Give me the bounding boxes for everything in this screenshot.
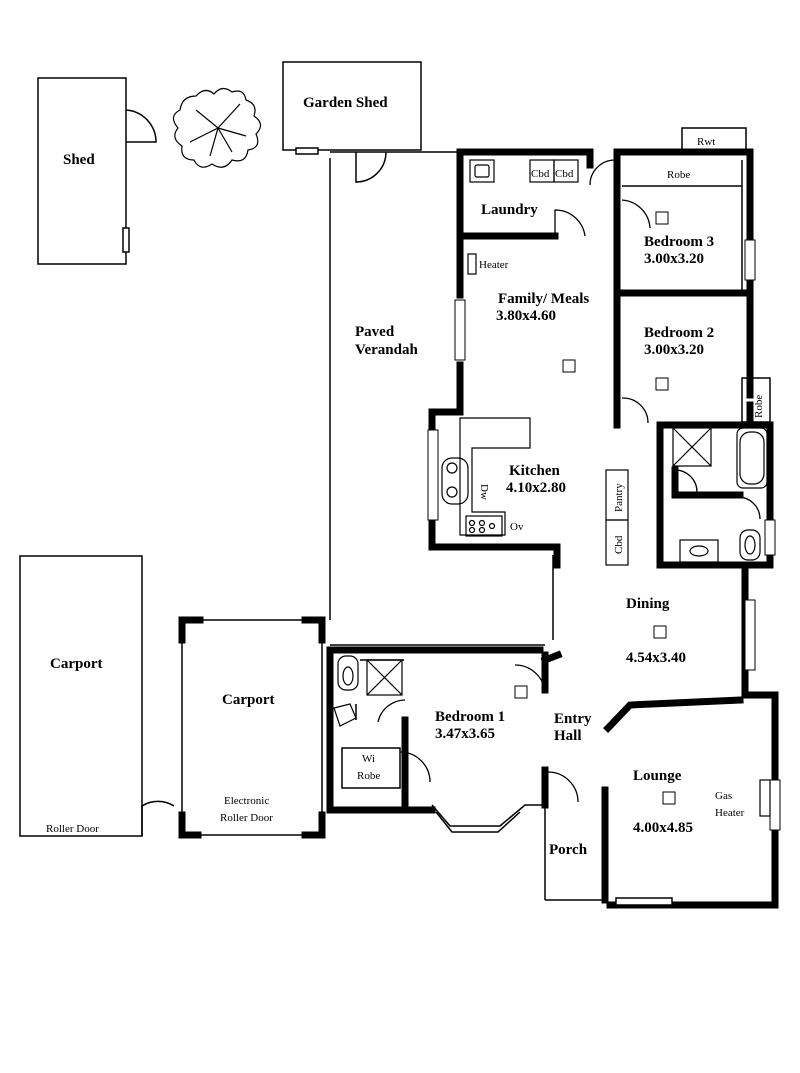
label-hall: Hall xyxy=(554,728,582,744)
label-dining-size: 4.54x3.40 xyxy=(626,650,686,666)
label-robe-top: Robe xyxy=(667,169,690,181)
label-lounge-size: 4.00x4.85 xyxy=(633,820,693,836)
label-verandah: Verandah xyxy=(355,342,418,358)
label-family-size: 3.80x4.60 xyxy=(496,308,556,324)
label-wi-robe: Robe xyxy=(357,770,380,782)
label-porch: Porch xyxy=(549,842,588,858)
label-roller-door-left: Roller Door xyxy=(46,823,99,835)
label-dw: Dw xyxy=(478,484,490,500)
label-kitchen: Kitchen xyxy=(509,463,560,479)
label-bedroom-2-size: 3.00x3.20 xyxy=(644,342,704,358)
label-shed: Shed xyxy=(63,152,95,168)
label-laundry: Laundry xyxy=(481,202,538,218)
label-rwt: Rwt xyxy=(697,136,715,148)
label-bedroom-2: Bedroom 2 xyxy=(644,325,714,341)
shed xyxy=(37,77,157,265)
label-entry: Entry xyxy=(554,711,592,727)
label-dining: Dining xyxy=(626,596,670,612)
label-cbd-1: Cbd xyxy=(531,168,550,180)
label-cbd-3: Cbd xyxy=(613,535,625,554)
label-gas: Gas xyxy=(715,790,732,802)
doors xyxy=(377,159,761,803)
label-bedroom-3-size: 3.00x3.20 xyxy=(644,251,704,267)
label-roller-door-mid: Roller Door xyxy=(220,812,273,824)
label-lounge: Lounge xyxy=(633,768,682,784)
windows xyxy=(427,239,781,831)
label-electronic: Electronic xyxy=(224,795,269,807)
label-garden-shed: Garden Shed xyxy=(303,95,388,111)
tree xyxy=(172,87,262,168)
label-paved: Paved xyxy=(355,324,395,340)
house-walls xyxy=(178,148,779,909)
verandah-lines xyxy=(329,151,545,646)
fixtures xyxy=(333,159,771,817)
label-carport-mid: Carport xyxy=(222,692,275,708)
label-bedroom-1-size: 3.47x3.65 xyxy=(435,726,495,742)
label-bedroom-3: Bedroom 3 xyxy=(644,234,714,250)
label-gas-heater: Heater xyxy=(715,807,745,819)
label-kitchen-size: 4.10x2.80 xyxy=(506,480,566,496)
label-heater: Heater xyxy=(479,259,509,271)
label-robe-right: Robe xyxy=(753,395,765,418)
label-cbd-2: Cbd xyxy=(555,168,574,180)
light-symbols xyxy=(514,211,676,805)
label-pantry: Pantry xyxy=(613,483,625,512)
label-bedroom-1: Bedroom 1 xyxy=(435,709,505,725)
label-carport-left: Carport xyxy=(50,656,103,672)
label-wi: Wi xyxy=(362,753,375,765)
label-ov: Ov xyxy=(510,521,524,533)
label-family: Family/ Meals xyxy=(498,291,589,307)
garden-shed xyxy=(282,61,422,183)
